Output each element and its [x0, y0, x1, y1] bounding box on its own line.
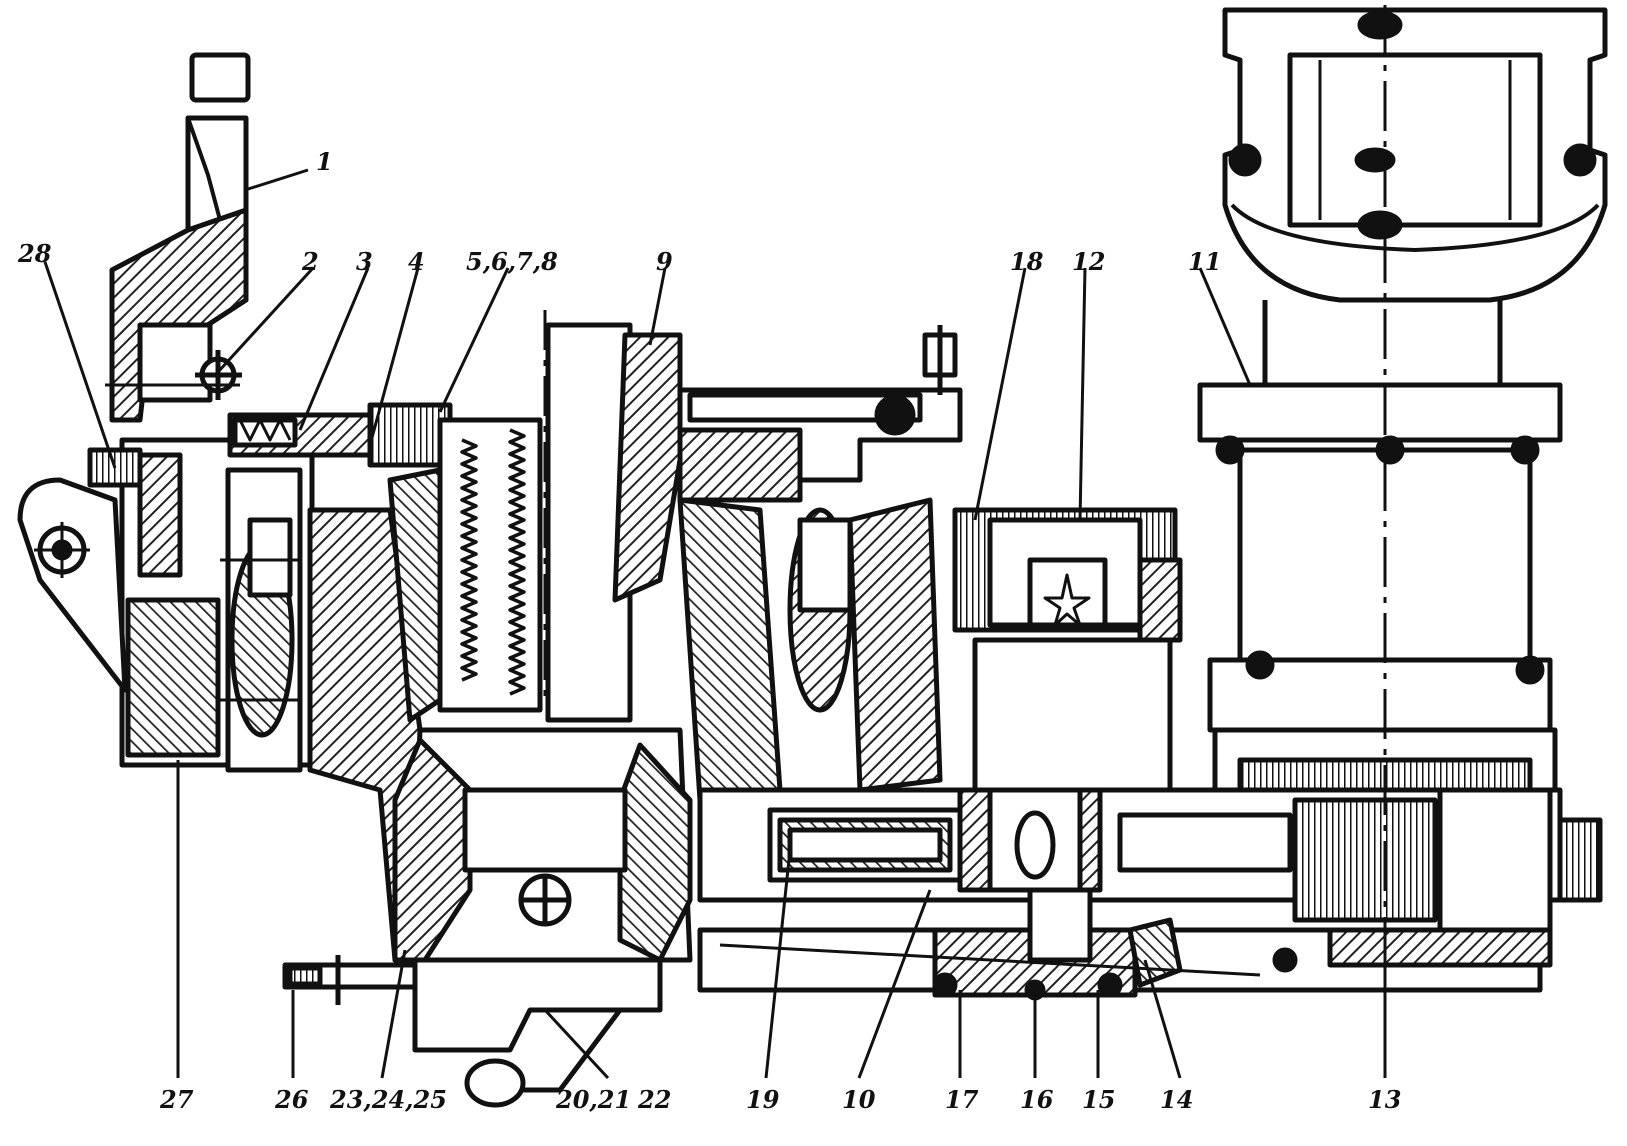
label-parts-5-8: 5,6,7,8	[466, 247, 558, 276]
label-part-22: 22	[637, 1085, 671, 1114]
label-part-27: 27	[159, 1085, 194, 1114]
label-part-28: 28	[17, 239, 52, 268]
label-parts-20-21: 20,21	[555, 1085, 631, 1114]
left-housing-part-27	[87, 437, 315, 773]
label-part-19: 19	[746, 1085, 780, 1114]
label-part-15: 15	[1082, 1085, 1115, 1114]
label-part-3: 3	[356, 247, 373, 276]
label-part-13: 13	[1368, 1085, 1401, 1114]
central-shaft	[392, 310, 693, 1108]
motor-column-part-11	[1197, 5, 1608, 940]
label-part-4: 4	[408, 247, 425, 276]
label-part-12: 12	[1072, 247, 1105, 276]
label-parts-23-25: 23,24,25	[329, 1085, 447, 1114]
leader-lines	[43, 168, 1387, 1080]
left-mounting-lug	[17, 477, 128, 693]
part-labels: 1 2 3 4 5,6,7,8 9 18 12 11 28 27 26 23,2…	[17, 147, 1401, 1114]
label-part-17: 17	[945, 1085, 979, 1114]
lower-gear-train	[697, 782, 1603, 948]
top-plate-part-3	[227, 412, 373, 458]
label-part-11: 11	[1188, 247, 1221, 276]
label-part-9: 9	[656, 247, 673, 276]
spring-pack-parts-5-8	[367, 402, 543, 713]
bolt-part-26	[282, 955, 418, 1005]
label-part-10: 10	[842, 1085, 876, 1114]
label-part-26: 26	[274, 1085, 309, 1114]
label-part-2: 2	[301, 247, 319, 276]
label-part-18: 18	[1010, 247, 1044, 276]
label-part-1: 1	[316, 147, 333, 176]
gear-cage-parts-12-18	[952, 507, 1183, 793]
right-hub	[677, 325, 963, 803]
lever-part-1	[105, 52, 251, 423]
label-part-16: 16	[1020, 1085, 1054, 1114]
lower-cover-parts-14-17	[697, 887, 1553, 1001]
label-part-14: 14	[1160, 1085, 1193, 1114]
